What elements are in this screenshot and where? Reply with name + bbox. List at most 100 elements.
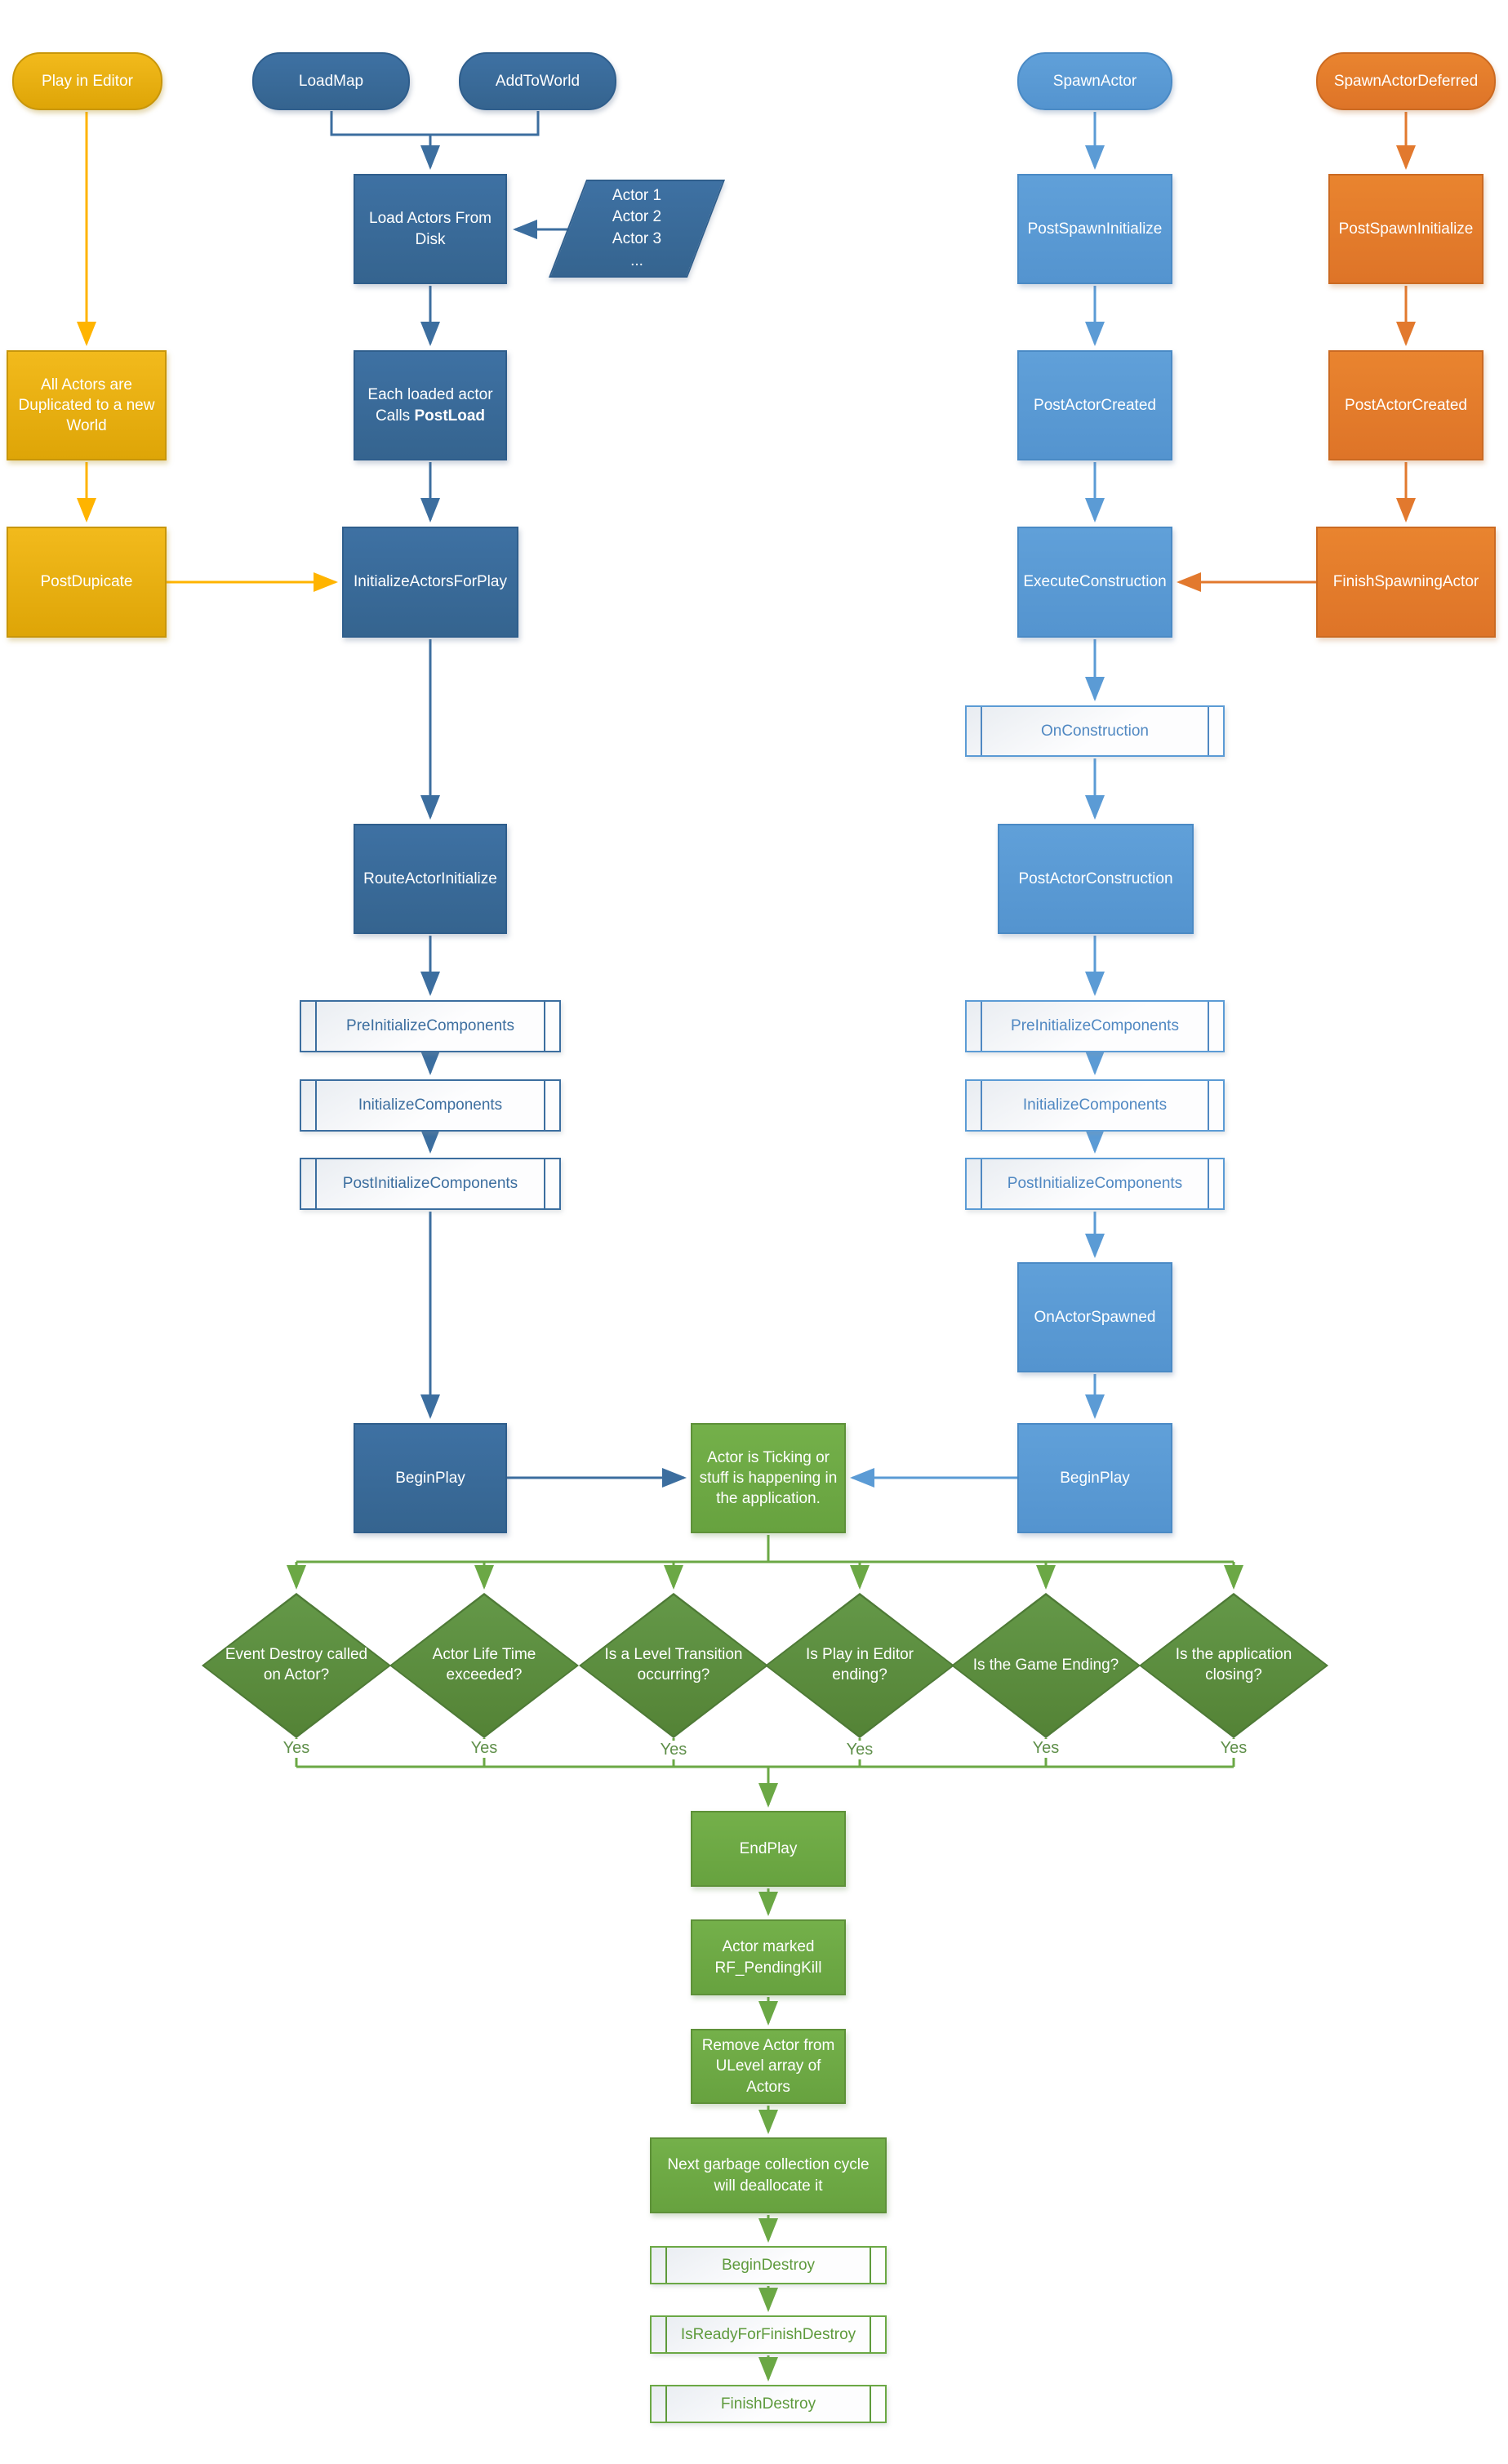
node-label: InitializeComponents (358, 1096, 503, 1114)
decision-label: Is a Level Transition occurring? (604, 1646, 743, 1683)
node-label: PostInitializeComponents (1007, 1175, 1183, 1193)
decision-game-ending: Is the Game Ending? (951, 1593, 1141, 1738)
process-initialize-actors-for-play: InitializeActorsForPlay (342, 527, 518, 638)
node-label-line2-prefix: Calls (375, 407, 415, 425)
process-remove-actor-from-ulevel: Remove Actor from ULevel array of Actors (691, 2029, 846, 2104)
subroutine-initialize-components-right: InitializeComponents (965, 1079, 1225, 1132)
branch-label-yes: Yes (842, 1741, 878, 1759)
node-label: SpawnActor (1052, 72, 1137, 90)
decision-label: Is the Game Ending? (972, 1656, 1119, 1674)
node-label: Next garbage collection cycle will deall… (667, 2156, 870, 2195)
node-label: PostSpawnInitialize (1027, 220, 1163, 238)
node-label: Actor marked RF_PendingKill (714, 1938, 822, 1977)
node-label: SpawnActorDeferred (1333, 72, 1479, 90)
actor-list-line: Actor 1 (612, 186, 662, 204)
subroutine-finish-destroy: FinishDestroy (650, 2385, 887, 2423)
decision-level-transition: Is a Level Transition occurring? (579, 1593, 768, 1738)
process-post-actor-created-orange: PostActorCreated (1328, 350, 1484, 460)
terminator-add-to-world: AddToWorld (459, 52, 616, 110)
process-load-actors-from-disk: Load Actors From Disk (354, 174, 507, 284)
node-label: Remove Actor from ULevel array of Actors (701, 2037, 835, 2096)
actor-list-line: Actor 3 (612, 230, 662, 247)
node-label: PostActorCreated (1345, 396, 1467, 414)
node-label: PostDupicate (40, 573, 133, 591)
node-label: Actor is Ticking or stuff is happening i… (699, 1448, 838, 1508)
green-connectors (287, 1535, 1243, 2382)
process-begin-play-left: BeginPlay (354, 1423, 507, 1533)
process-actor-ticking: Actor is Ticking or stuff is happening i… (691, 1423, 846, 1533)
terminator-spawn-actor: SpawnActor (1017, 52, 1172, 110)
branch-label-yes: Yes (1216, 1739, 1252, 1758)
node-label: PostActorCreated (1034, 396, 1156, 414)
subroutine-pre-initialize-components-left: PreInitializeComponents (300, 1000, 561, 1052)
node-label: IsReadyForFinishDestroy (680, 2325, 856, 2343)
node-label-line1: Each loaded actor (367, 386, 493, 404)
node-label: BeginDestroy (721, 2256, 816, 2274)
node-label: OnConstruction (1040, 722, 1149, 740)
decision-pie-ending: Is Play in Editor ending? (765, 1593, 954, 1738)
node-label: BeginPlay (395, 1469, 465, 1487)
node-label: PreInitializeComponents (1011, 1017, 1179, 1035)
light-blue-connectors (850, 112, 1105, 1488)
process-finish-spawning-actor: FinishSpawningActor (1316, 527, 1496, 638)
terminator-load-map: LoadMap (252, 52, 410, 110)
node-label: InitializeActorsForPlay (354, 573, 507, 591)
process-post-actor-construction: PostActorConstruction (998, 824, 1194, 934)
process-end-play: EndPlay (691, 1811, 846, 1887)
terminator-spawn-actor-deferred: SpawnActorDeferred (1316, 52, 1496, 110)
subroutine-post-initialize-components-left: PostInitializeComponents (300, 1158, 561, 1210)
branch-label-yes: Yes (1028, 1739, 1064, 1758)
process-all-actors-duplicated: All Actors are Duplicated to a new World (7, 350, 167, 460)
branch-label-yes: Yes (656, 1741, 692, 1759)
process-route-actor-initialize: RouteActorInitialize (354, 824, 507, 934)
subroutine-post-initialize-components-right: PostInitializeComponents (965, 1158, 1225, 1210)
node-label: Load Actors From Disk (369, 210, 492, 248)
node-label: InitializeComponents (1022, 1096, 1168, 1114)
node-label: PreInitializeComponents (346, 1017, 514, 1035)
branch-label-yes: Yes (466, 1739, 502, 1758)
node-label: RouteActorInitialize (363, 870, 497, 887)
process-post-spawn-initialize-blue: PostSpawnInitialize (1017, 174, 1172, 284)
decision-label: Actor Life Time exceeded? (432, 1646, 536, 1683)
dark-blue-connectors (330, 111, 687, 1488)
node-label: FinishSpawningActor (1332, 573, 1479, 591)
branch-label-yes: Yes (278, 1739, 314, 1758)
decision-label: Is Play in Editor ending? (806, 1646, 914, 1683)
node-label: Play in Editor (42, 72, 133, 90)
node-label: LoadMap (298, 72, 364, 90)
decision-event-destroy: Event Destroy called on Actor? (202, 1593, 391, 1738)
data-actor-list: Actor 1 Actor 2 Actor 3 ... (545, 180, 729, 278)
process-actor-marked-pending-kill: Actor marked RF_PendingKill (691, 1919, 846, 1995)
actor-list-line: ... (630, 251, 643, 269)
process-execute-construction: ExecuteConstruction (1017, 527, 1172, 638)
node-label: ExecuteConstruction (1023, 573, 1167, 591)
process-begin-play-right: BeginPlay (1017, 1423, 1172, 1533)
process-each-loaded-actor-postload: Each loaded actor Calls PostLoad (354, 350, 507, 460)
node-label-postload-bold: PostLoad (414, 407, 486, 425)
node-label: EndPlay (739, 1839, 798, 1857)
subroutine-initialize-components-left: InitializeComponents (300, 1079, 561, 1132)
process-on-actor-spawned: OnActorSpawned (1017, 1262, 1172, 1372)
node-label: FinishDestroy (720, 2395, 816, 2413)
subroutine-begin-destroy: BeginDestroy (650, 2246, 887, 2284)
subroutine-is-ready-for-finish-destroy: IsReadyForFinishDestroy (650, 2315, 887, 2354)
node-label: All Actors are Duplicated to a new World (18, 376, 155, 435)
subroutine-on-construction: OnConstruction (965, 705, 1225, 757)
decision-label: Is the application closing? (1175, 1646, 1292, 1683)
terminator-play-in-editor: Play in Editor (12, 52, 162, 110)
decision-actor-lifetime: Actor Life Time exceeded? (389, 1593, 579, 1738)
decision-label: Event Destroy called on Actor? (225, 1646, 368, 1683)
process-next-gc-cycle: Next garbage collection cycle will deall… (650, 2137, 887, 2213)
node-label: PostSpawnInitialize (1338, 220, 1474, 238)
node-label: PostInitializeComponents (342, 1175, 518, 1193)
subroutine-pre-initialize-components-right: PreInitializeComponents (965, 1000, 1225, 1052)
gold-connectors (77, 112, 338, 592)
node-label: PostActorConstruction (1018, 870, 1173, 887)
orange-connectors (1177, 112, 1416, 592)
actor-list-line: Actor 2 (612, 208, 662, 226)
process-post-actor-created-blue: PostActorCreated (1017, 350, 1172, 460)
node-label: AddToWorld (495, 72, 581, 90)
process-post-spawn-initialize-orange: PostSpawnInitialize (1328, 174, 1484, 284)
